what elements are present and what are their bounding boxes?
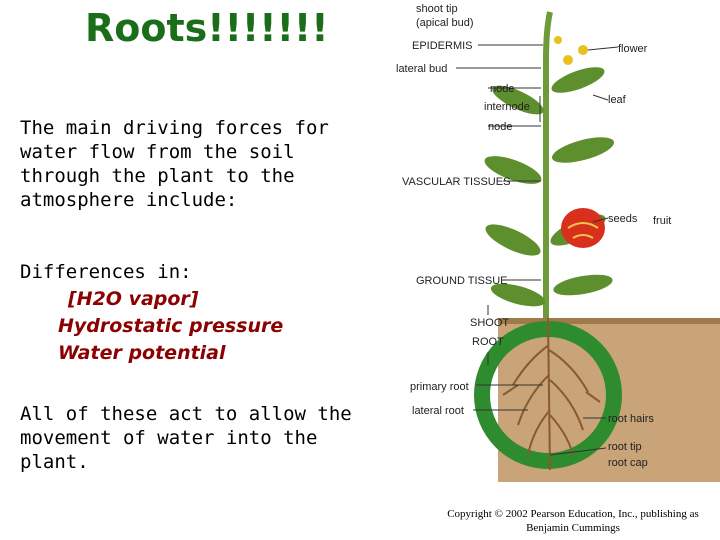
label-shoot-tip: shoot tip <box>416 3 458 15</box>
list-item: [H2O vapor] <box>58 286 283 313</box>
label-apical-bud: (apical bud) <box>416 17 473 29</box>
slide-title: Roots!!!!!!! <box>85 6 329 50</box>
label-lateral-bud: lateral bud <box>396 63 447 75</box>
label-node-top: node <box>490 83 514 95</box>
plant-illustration: shoot tip (apical bud) EPIDERMIS flower … <box>378 0 720 482</box>
label-vascular-tissues: VASCULAR TISSUES <box>402 176 510 188</box>
driving-forces-list: [H2O vapor] Hydrostatic pressure Water p… <box>58 286 283 367</box>
label-flower: flower <box>618 43 648 55</box>
fruit <box>561 208 605 248</box>
conclusion-paragraph: All of these act to allow the movement o… <box>20 402 365 474</box>
label-seeds: seeds <box>608 213 638 225</box>
list-item: Water potential <box>58 340 283 367</box>
stem <box>546 12 550 318</box>
label-root: ROOT <box>472 336 504 348</box>
label-root-hairs: root hairs <box>608 413 654 425</box>
label-node-mid: node <box>488 121 512 133</box>
plant-anatomy-figure: shoot tip (apical bud) EPIDERMIS flower … <box>378 0 720 482</box>
label-root-cap: root cap <box>608 457 648 469</box>
intro-paragraph: The main driving forces for water flow f… <box>20 116 365 212</box>
differences-heading: Differences in: <box>20 260 192 284</box>
label-epidermis: EPIDERMIS <box>412 40 473 52</box>
label-lateral-root: lateral root <box>412 405 464 417</box>
label-shoot: SHOOT <box>470 317 509 329</box>
copyright-notice: Copyright © 2002 Pearson Education, Inc.… <box>430 507 716 535</box>
flowers <box>554 36 588 65</box>
list-item: Hydrostatic pressure <box>58 313 283 340</box>
label-internode: internode <box>484 101 530 113</box>
label-fruit: fruit <box>653 215 671 227</box>
label-root-tip: root tip <box>608 441 642 453</box>
label-primary-root: primary root <box>410 381 469 393</box>
label-leaf: leaf <box>608 94 627 106</box>
label-ground-tissue: GROUND TISSUE <box>416 275 507 287</box>
